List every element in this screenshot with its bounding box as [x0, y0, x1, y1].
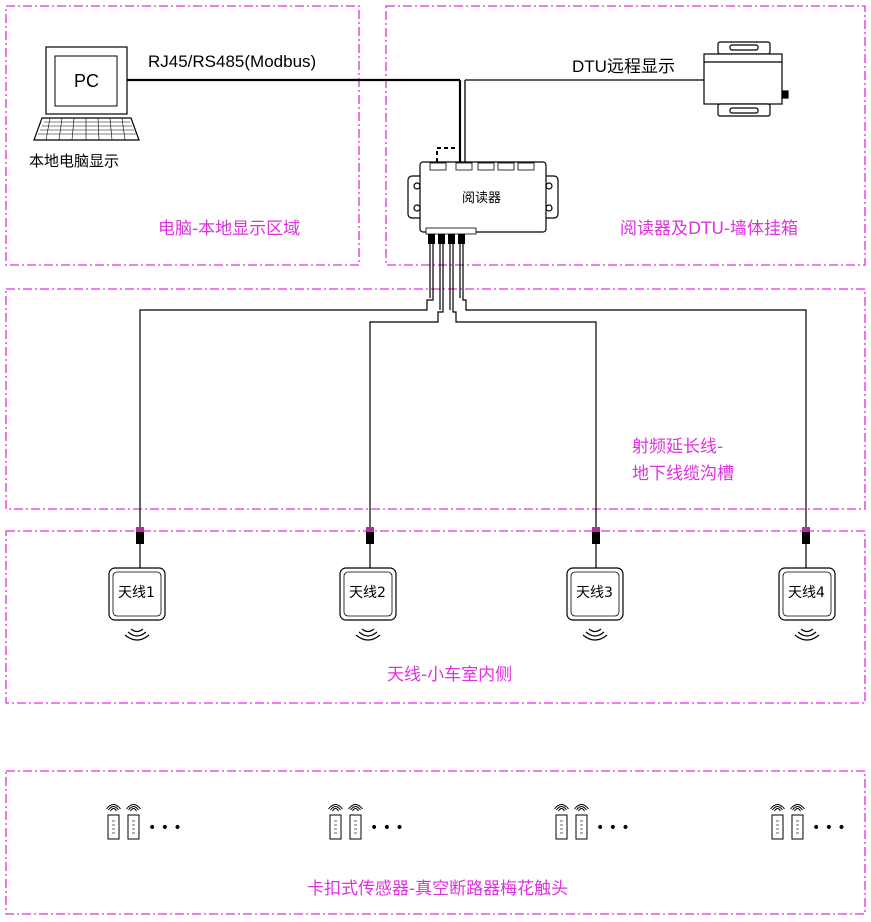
zone-sensor [5, 770, 866, 915]
sensor-ellipsis: • • • [148, 820, 182, 836]
antenna-1: 天线1 [108, 567, 166, 641]
zone-label-cable-line1: 射频延长线- [632, 437, 723, 457]
sensor-tag-icon [106, 804, 121, 840]
wireless-waves-icon [794, 628, 820, 641]
sensor-tag-group-2: • • • [328, 804, 404, 840]
sensor-ellipsis: • • • [812, 820, 846, 836]
zone-cable [5, 288, 866, 510]
reader-output-connectors [428, 234, 465, 244]
wireless-waves-icon [124, 628, 150, 641]
antenna-connector-3 [592, 527, 600, 572]
zone-reader [385, 5, 866, 266]
antenna-connector-2 [366, 527, 374, 572]
sensor-tag-icon [574, 804, 589, 840]
sensor-tag-icon [554, 804, 569, 840]
zone-antenna [5, 530, 866, 704]
sensor-tag-group-3: • • • [554, 804, 630, 840]
rfid-reader-icon [407, 161, 559, 235]
sensor-tag-group-1: • • • [106, 804, 182, 840]
dtu-device-icon [703, 41, 789, 117]
zone-label-reader: 阅读器及DTU-墙体挂箱 [620, 219, 798, 239]
antenna-connector-4 [802, 527, 810, 572]
wireless-waves-icon [582, 628, 608, 641]
antenna-4: 天线4 [778, 567, 836, 641]
sensor-ellipsis: • • • [596, 820, 630, 836]
desktop-computer-icon [33, 46, 140, 141]
sensor-tag-icon [328, 804, 343, 840]
antenna-connectors [136, 527, 810, 572]
sensor-tag-group-4: • • • [770, 804, 846, 840]
zone-borders [5, 5, 866, 915]
sensor-ellipsis: • • • [370, 820, 404, 836]
rf-extension-cables [139, 236, 807, 527]
sensor-tag-icon [770, 804, 785, 840]
pc-caption: 本地电脑显示 [29, 152, 119, 170]
sensor-tag-icon [126, 804, 141, 840]
dtu-label: DTU远程显示 [572, 57, 675, 76]
zone-label-pc: 电脑-本地显示区域 [158, 219, 300, 239]
antenna-2: 天线2 [339, 567, 397, 641]
sensor-tag-icon [790, 804, 805, 840]
communication-lines [127, 78, 704, 162]
zone-label-cable-line2: 地下线缆沟槽 [632, 464, 734, 484]
wireless-waves-icon [355, 628, 381, 641]
link-label: RJ45/RS485(Modbus) [148, 52, 316, 71]
pc-screen-label: PC [74, 71, 99, 91]
zone-pc [5, 5, 360, 266]
antenna-label-1: 天线1 [118, 585, 155, 601]
antenna-label-2: 天线2 [349, 585, 386, 601]
zone-label-antenna: 天线-小车室内侧 [387, 665, 512, 685]
sensor-tag-groups: • • • • • • • • • • • • [106, 804, 846, 840]
zone-label-sensor: 卡扣式传感器-真空断路器梅花触头 [307, 879, 568, 899]
antenna-3: 天线3 [566, 567, 624, 641]
antenna-label-3: 天线3 [576, 585, 613, 601]
reader-label: 阅读器 [462, 191, 501, 206]
sensor-tag-icon [348, 804, 363, 840]
antenna-connector-1 [136, 527, 144, 572]
antenna-label-4: 天线4 [788, 585, 825, 601]
